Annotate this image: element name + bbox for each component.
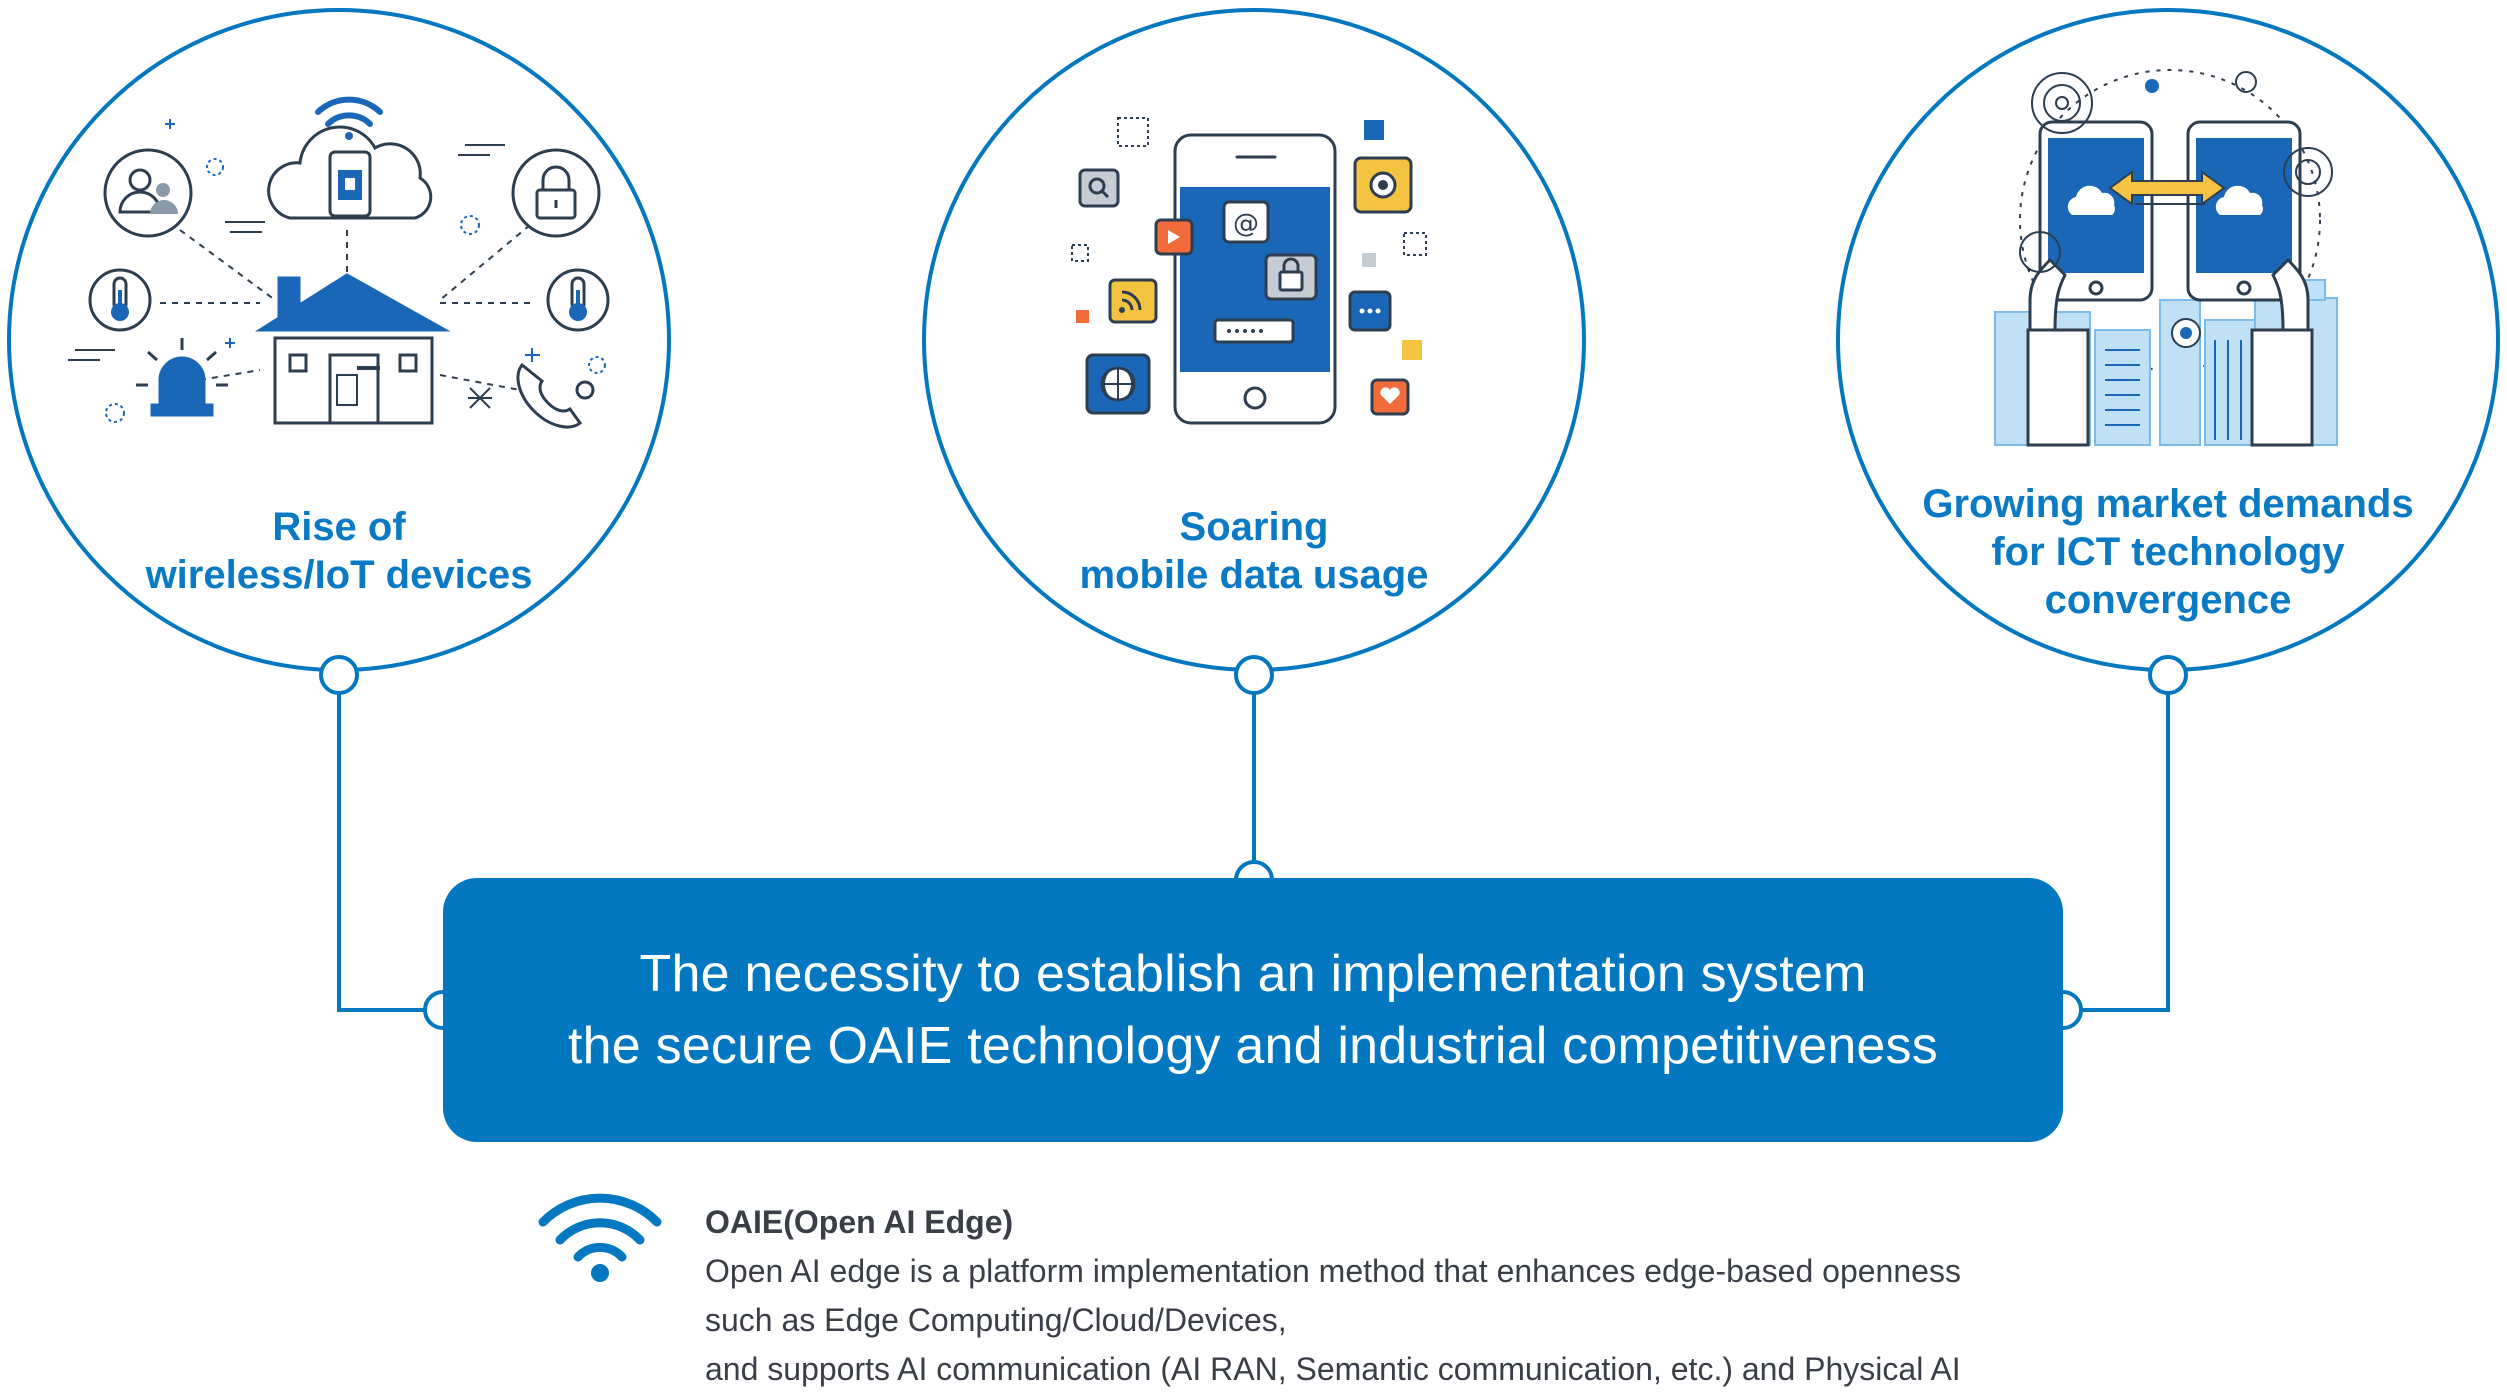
banner-line-1: The necessity to establish an implementa…: [639, 945, 1867, 1003]
node-circle-mobile: [1234, 655, 1274, 695]
necessity-banner: The necessity to establish an implementa…: [443, 878, 2063, 1142]
oaie-note: OAIE(Open AI Edge) Open AI edge is a pla…: [705, 1198, 1961, 1394]
title-line: for ICT technology: [1991, 530, 2345, 574]
smart-home-iot-icon: [68, 96, 610, 429]
title-line: convergence: [2044, 578, 2292, 622]
title-line: Growing market demands: [1922, 482, 2414, 526]
ict-convergence-icon: [1994, 69, 2338, 447]
connector-left: [337, 677, 443, 1012]
note-heading: OAIE(Open AI Edge): [705, 1204, 1014, 1240]
note-line: such as Edge Computing/Cloud/Devices,: [705, 1302, 1287, 1338]
circle-title-iot: Rise of wireless/IoT devices: [89, 503, 589, 599]
connector-lines: [337, 677, 2170, 1012]
circle-title-ict: Growing market demands for ICT technolog…: [1898, 480, 2438, 624]
node-circle-ict: [2148, 655, 2188, 695]
smartphone-apps-icon: @: [1071, 117, 1427, 425]
title-line: Soaring: [1179, 505, 1329, 549]
title-line: wireless/IoT devices: [145, 553, 533, 597]
svg-text:@: @: [1233, 209, 1259, 239]
banner-line-2: the secure OAIE technology and industria…: [568, 1017, 1938, 1075]
note-line: and supports AI communication (AI RAN, S…: [705, 1351, 1961, 1387]
note-line: Open AI edge is a platform implementatio…: [705, 1253, 1961, 1289]
title-line: Rise of: [272, 505, 406, 549]
connector-right: [2063, 677, 2170, 1012]
wifi-icon: [538, 1193, 662, 1282]
node-circle-iot: [319, 655, 359, 695]
circle-title-mobile: Soaring mobile data usage: [1004, 503, 1504, 599]
title-line: mobile data usage: [1079, 553, 1429, 597]
